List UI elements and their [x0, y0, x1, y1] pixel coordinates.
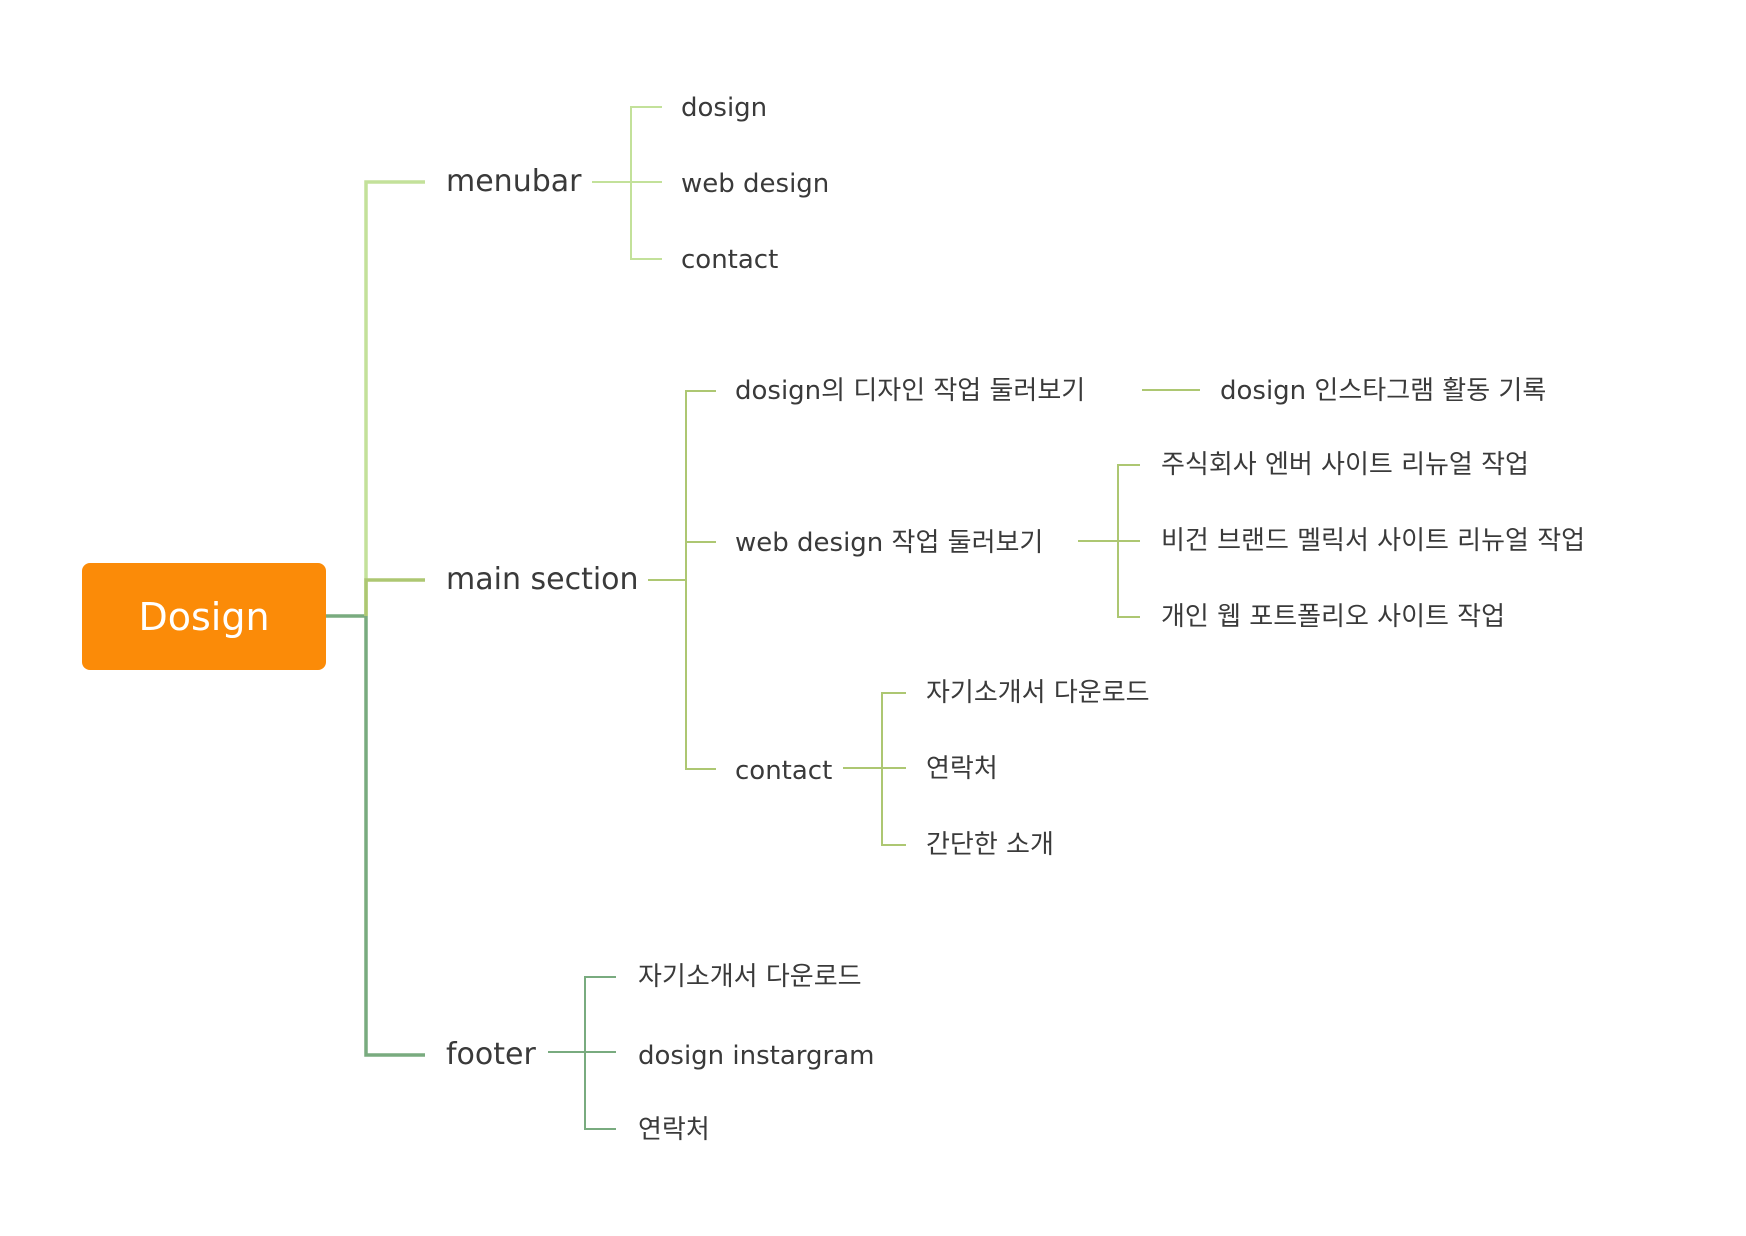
- node-main-web-design-works[interactable]: web design 작업 둘러보기: [735, 528, 1044, 558]
- node-menubar-dosign[interactable]: dosign: [681, 93, 768, 123]
- connector-main-bracket: [685, 390, 716, 770]
- connector-footer: [364, 616, 425, 1057]
- root-node[interactable]: Dosign: [82, 563, 326, 670]
- node-main-section[interactable]: main section: [446, 562, 639, 597]
- node-enver-renewal[interactable]: 주식회사 엔버 사이트 리뉴얼 작업: [1161, 450, 1529, 480]
- node-footer[interactable]: footer: [446, 1037, 536, 1072]
- node-melixir-renewal[interactable]: 비건 브랜드 멜릭서 사이트 리뉴얼 작업: [1161, 526, 1586, 556]
- root-label: Dosign: [138, 594, 270, 639]
- node-contact-phone[interactable]: 연락처: [926, 754, 998, 784]
- node-menubar-contact[interactable]: contact: [681, 245, 779, 275]
- connector-menubar: [364, 180, 425, 616]
- node-menubar-web-design[interactable]: web design: [681, 169, 830, 199]
- node-instagram-record[interactable]: dosign 인스타그램 활동 기록: [1220, 376, 1547, 406]
- connector-main-section: [364, 578, 425, 616]
- node-footer-instagram[interactable]: dosign instargram: [638, 1041, 875, 1071]
- node-menubar[interactable]: menubar: [446, 164, 582, 199]
- node-main-dosign-works[interactable]: dosign의 디자인 작업 둘러보기: [735, 376, 1086, 406]
- node-footer-contact[interactable]: 연락처: [638, 1115, 710, 1145]
- node-portfolio-site[interactable]: 개인 웹 포트폴리오 사이트 작업: [1161, 602, 1506, 632]
- node-main-contact[interactable]: contact: [735, 756, 833, 786]
- node-contact-intro[interactable]: 간단한 소개: [926, 830, 1054, 860]
- node-footer-resume-download[interactable]: 자기소개서 다운로드: [638, 962, 862, 992]
- node-contact-resume-download[interactable]: 자기소개서 다운로드: [926, 678, 1150, 708]
